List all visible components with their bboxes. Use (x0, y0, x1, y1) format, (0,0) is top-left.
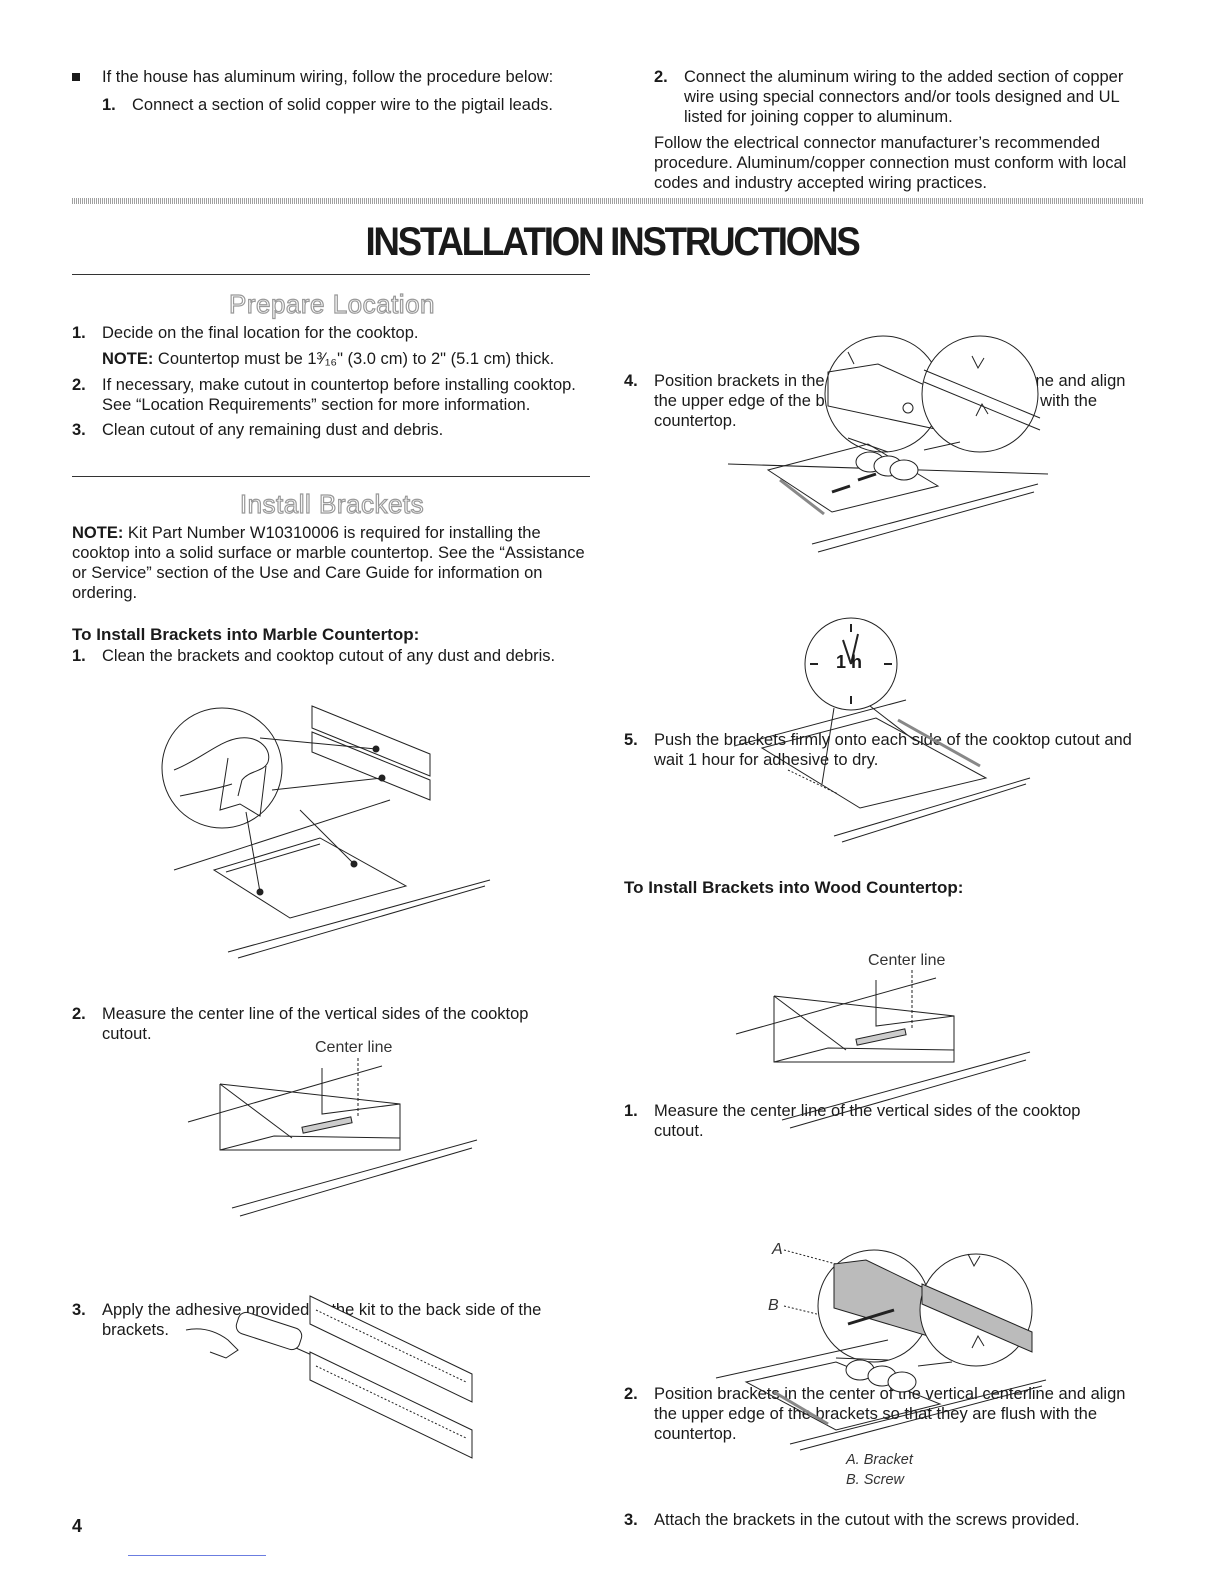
brackets-heading: Install Brackets (239, 488, 425, 519)
arrow-right-icon (858, 474, 876, 480)
callout-b: B (768, 1297, 779, 1314)
step-number: 1. (102, 96, 116, 114)
step-number: 1. (624, 1102, 638, 1120)
step-number: 2. (624, 1385, 638, 1403)
screw-illustration (716, 1244, 1062, 1450)
page-number: 4 (72, 1516, 83, 1536)
arrow-down-icon (972, 356, 984, 368)
intro-step-2: 2. Connect the aluminum wiring to the ad… (654, 67, 1144, 127)
zoom-circle (162, 708, 282, 828)
caption-bracket: A. Bracket (846, 1452, 913, 1468)
screw-icon (848, 1310, 894, 1324)
arrow-up-icon (976, 404, 988, 416)
adhesive-tube-icon (234, 1310, 304, 1351)
prepare-note: NOTE: Countertop must be 1³⁄₁₆" (3.0 cm)… (102, 349, 592, 369)
link-underline (128, 1555, 266, 1556)
prepare-heading: Prepare Location (228, 288, 436, 319)
arrow-left-icon (832, 486, 850, 492)
prepare-steps: 1. Decide on the final location for the … (72, 323, 592, 440)
adhesive-illustration (186, 1290, 486, 1490)
wood-step-3: 3. Attach the brackets in the cutout wit… (624, 1510, 1144, 1530)
step-text: Connect a section of solid copper wire t… (132, 96, 553, 114)
wood-heading: To Install Brackets into Wood Countertop… (624, 878, 964, 897)
step-text: Clean cutout of any remaining dust and d… (102, 421, 444, 439)
center-line-label: Center line (868, 952, 946, 969)
centerline-illustration-wood (736, 970, 1036, 1140)
rule (72, 274, 590, 275)
cloth-icon (220, 758, 266, 816)
marble-step-2: 2. Measure the center line of the vertic… (72, 1004, 572, 1044)
note-text: Kit Part Number W10310006 is required fo… (72, 524, 585, 602)
prepare-step-3: 3. Clean cutout of any remaining dust an… (72, 420, 592, 440)
prepare-step-2: 2. If necessary, make cutout in countert… (72, 375, 592, 415)
step-number: 3. (72, 1301, 86, 1319)
wood-step-1: 1. Measure the center line of the vertic… (624, 1101, 1134, 1141)
step-number: 3. (72, 421, 86, 439)
clock-illustration (730, 616, 1040, 856)
page-title: INSTALLATION INSTRUCTIONS (365, 220, 860, 264)
hand-icon (174, 738, 269, 796)
caption-screw: B. Screw (846, 1472, 905, 1488)
rule (72, 476, 590, 477)
cleaning-illustration (160, 700, 500, 970)
arrow-up-icon (972, 1336, 984, 1348)
zoom-circle (922, 336, 1038, 452)
step-number: 2. (72, 1005, 86, 1023)
step-number: 2. (654, 68, 668, 86)
center-line-label: Center line (315, 1039, 393, 1056)
step-number: 5. (624, 731, 638, 749)
prepare-step-1: 1. Decide on the final location for the … (72, 323, 592, 369)
step-number: 3. (624, 1511, 638, 1529)
note-label: NOTE: (102, 350, 154, 368)
section-divider (72, 198, 1144, 204)
step-number: 1. (72, 647, 86, 665)
step-number: 2. (72, 376, 86, 394)
step-number: 4. (624, 372, 638, 390)
step-text: Attach the brackets in the cutout with t… (654, 1511, 1080, 1529)
centerline-illustration (182, 1058, 482, 1228)
step-text: If necessary, make cutout in countertop … (102, 376, 576, 414)
callout-a: A (772, 1241, 783, 1258)
note-label: NOTE: (72, 524, 124, 542)
step-number: 1. (72, 324, 86, 342)
bullet-icon (72, 73, 80, 81)
hand-icon (186, 1329, 238, 1358)
step-text: Connect the aluminum wiring to the added… (684, 68, 1124, 126)
step-text: Measure the center line of the vertical … (654, 1102, 1081, 1140)
position-illustration (728, 334, 1058, 562)
intro-step-1: 1. Connect a section of solid copper wir… (102, 95, 572, 115)
marble-step-1: 1. Clean the brackets and cooktop cutout… (72, 646, 572, 666)
intro-follow-text: Follow the electrical connector manufact… (654, 134, 1127, 192)
clock-label: 1 h (836, 652, 863, 672)
step-text: Clean the brackets and cooktop cutout of… (102, 647, 556, 665)
brackets-note: NOTE: Kit Part Number W10310006 is requi… (72, 523, 592, 603)
marble-heading: To Install Brackets into Marble Countert… (72, 625, 420, 644)
intro-bullet-text: If the house has aluminum wiring, follow… (102, 68, 554, 86)
step-text: Measure the center line of the vertical … (102, 1005, 529, 1043)
intro-right: 2. Connect the aluminum wiring to the ad… (654, 67, 1144, 193)
intro-bullet-item: If the house has aluminum wiring, follow… (72, 67, 572, 87)
note-text: Countertop must be 1³⁄₁₆" (3.0 cm) to 2"… (153, 350, 555, 368)
step-text: Decide on the final location for the coo… (102, 324, 419, 342)
intro-left: If the house has aluminum wiring, follow… (72, 67, 572, 115)
arrow-down-icon (968, 1254, 980, 1266)
